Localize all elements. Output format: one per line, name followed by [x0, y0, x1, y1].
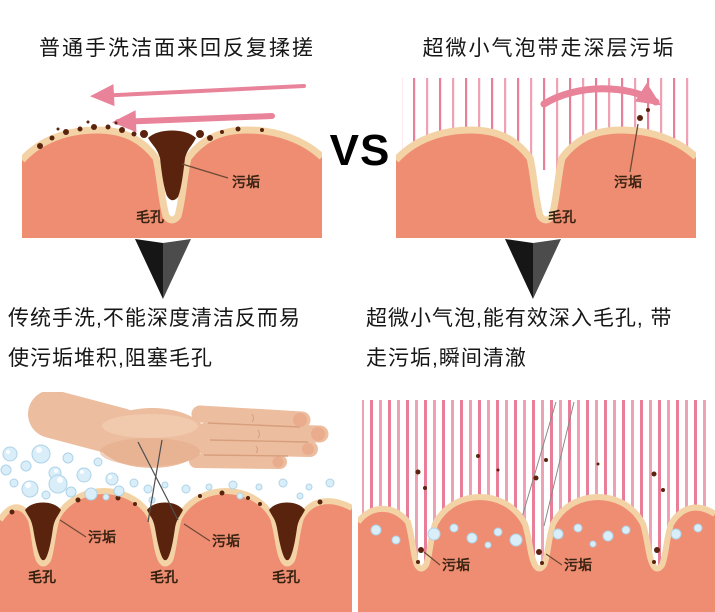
hand-illustration	[28, 392, 329, 469]
panel-bubble-illustration: 污垢 污垢	[358, 400, 715, 612]
right-description-line1: 超微小气泡,能有效深入毛孔, 带	[366, 307, 673, 330]
panel-handwash-illustration: 污垢 污垢 毛孔 毛孔 毛孔	[0, 392, 352, 612]
dirt-label: 污垢	[232, 174, 260, 190]
pointer-lines	[519, 401, 575, 527]
right-title: 超微小气泡带走深层污垢	[422, 37, 676, 60]
bubbles	[370, 523, 703, 549]
skin-cross-section	[0, 491, 352, 612]
left-arrow-icon	[112, 110, 275, 133]
dirt-leader-line	[629, 123, 639, 173]
dirt-leader-line	[183, 523, 211, 542]
skin-cross-section	[396, 130, 696, 238]
hand-shadow	[100, 438, 200, 466]
lifted-dirt-speck	[637, 108, 650, 121]
pore-label: 毛孔	[150, 569, 178, 585]
bubble-streams	[362, 400, 711, 572]
dirt-leader-line	[545, 553, 563, 566]
fingertips	[272, 413, 325, 468]
left-description-line1: 传统手洗,不能深度清洁反而易	[8, 307, 301, 330]
pore-label: 毛孔	[548, 209, 576, 225]
hand-highlight	[102, 414, 198, 438]
dirt-label: 污垢	[212, 533, 240, 549]
dirt-particles	[37, 120, 264, 201]
right-description: 超微小气泡,能有效深入毛孔, 带 走污垢,瞬间清澈	[366, 299, 715, 379]
index-finger	[191, 405, 311, 429]
knuckle-creases	[251, 413, 260, 454]
vs-label: VS	[329, 126, 391, 175]
dirt-blob	[25, 502, 61, 561]
dirt-particles	[9, 490, 323, 561]
skin-surface-outline	[0, 488, 352, 567]
finger-separation-lines	[203, 422, 309, 457]
dirt-leader-line	[59, 519, 87, 538]
dirt-leader-line	[423, 551, 441, 566]
dirt-blob	[269, 502, 305, 561]
skin-surface-outline	[396, 126, 696, 224]
swoosh-arrow-icon	[540, 83, 662, 108]
pinky-finger	[189, 454, 287, 469]
dirt-leader-line	[181, 163, 229, 179]
dirt-label: 污垢	[614, 174, 642, 190]
dirt-label: 污垢	[564, 557, 592, 573]
foam-sparkles	[6, 447, 112, 488]
dirt-blob	[148, 130, 196, 201]
pore-label: 毛孔	[272, 569, 300, 585]
skin-surface-outline	[22, 126, 322, 224]
middle-finger	[197, 422, 329, 443]
diagram-bubble-skin: 污垢 毛孔	[396, 78, 696, 238]
pore-label: 毛孔	[28, 569, 56, 585]
dirt-label: 污垢	[88, 529, 116, 545]
skin-surface-outline	[358, 494, 715, 572]
dirt-blob	[147, 502, 183, 561]
left-description: 传统手洗,不能深度清洁反而易 使污垢堆积,阻塞毛孔	[8, 299, 356, 379]
diagram-handwash-skin: 污垢 毛孔	[22, 84, 322, 238]
skin-cross-section	[22, 130, 322, 238]
lifted-dirt-specks	[415, 454, 665, 565]
left-title: 普通手洗洁面来回反复揉搓	[39, 37, 315, 60]
left-arrow-icon	[90, 84, 306, 107]
rub-arrows	[90, 84, 306, 133]
pore-label: 毛孔	[136, 209, 164, 225]
right-description-line2: 走污垢,瞬间清澈	[366, 347, 527, 370]
dirt-label: 污垢	[442, 557, 470, 573]
left-description-line2: 使污垢堆积,阻塞毛孔	[8, 347, 213, 370]
down-arrow-icon	[505, 239, 561, 299]
down-arrow-icon	[135, 239, 191, 299]
pointer-lines	[137, 439, 179, 523]
bubbles	[0, 444, 335, 504]
